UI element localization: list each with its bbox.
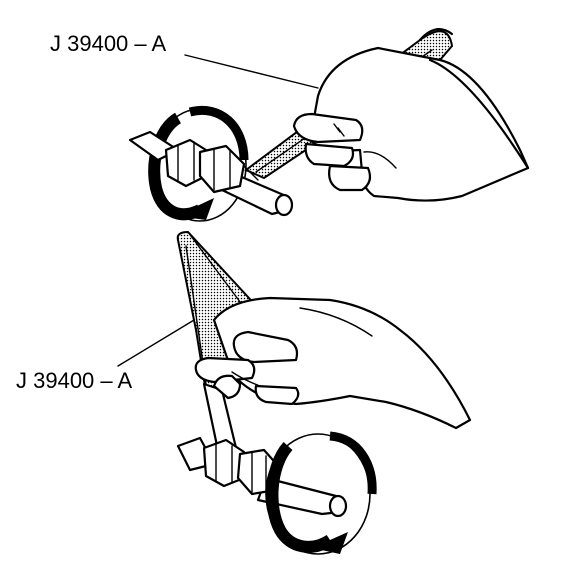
top-leader-line <box>184 54 319 89</box>
top-fitting <box>164 138 246 194</box>
top-hand <box>292 46 530 202</box>
bottom-leader-line <box>117 313 205 367</box>
top-rotation-arrow <box>148 105 249 222</box>
bottom-scene <box>117 230 472 555</box>
top-scene <box>128 28 530 222</box>
tool-callout-bottom: J 39400 – A <box>16 368 133 393</box>
bottom-rotation-arrow <box>265 431 377 555</box>
bottom-pipe <box>176 436 348 518</box>
tool-callout-top: J 39400 – A <box>50 31 167 56</box>
bottom-hand <box>194 296 472 430</box>
